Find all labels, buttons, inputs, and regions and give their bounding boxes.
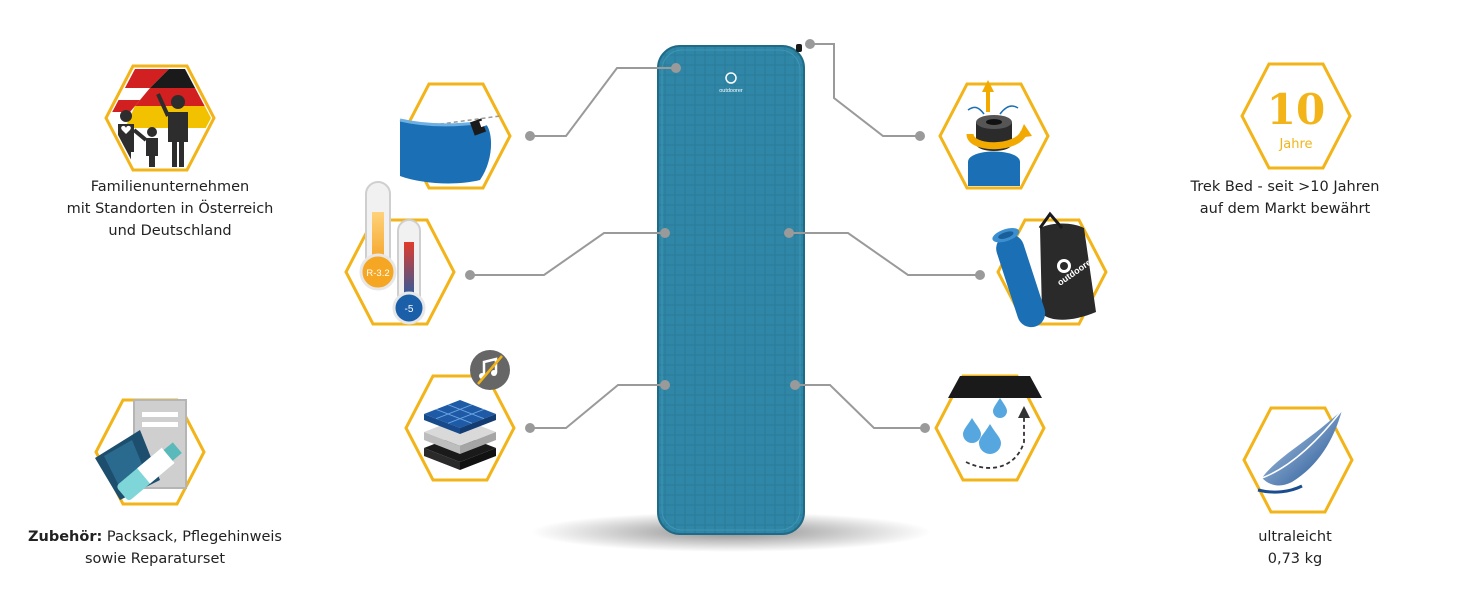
valve-edge-icon (399, 82, 512, 190)
r-value-label: R-3.2 (366, 268, 389, 279)
family-caption-line: und Deutschland (108, 223, 232, 239)
mat-valve (796, 44, 802, 52)
temperature-thermometer: -5 (392, 219, 426, 325)
r-value-thermometer: R-3.2 (359, 181, 397, 291)
temperature-label: -5 (405, 304, 414, 315)
feather-icon (1242, 406, 1354, 514)
accessories-caption-bold: Zubehör: (28, 529, 103, 545)
family-caption-line: Familienunternehmen (90, 179, 250, 195)
accessories-caption-line: sowie Reparaturset (84, 551, 226, 567)
lightweight-caption-line: ultraleicht (1258, 529, 1332, 545)
years-unit: Jahre (1278, 137, 1312, 152)
years-caption-line: auf dem Markt bewährt (1199, 201, 1371, 217)
connector-dots (465, 39, 985, 433)
years-caption: Trek Bed - seit >10 Jahren auf dem Markt… (1150, 176, 1420, 220)
family-caption: Familienunternehmen mit Standorten in Ös… (20, 176, 320, 242)
family-caption-line: mit Standorten in Österreich (66, 201, 274, 217)
accessories-caption: Zubehör: Packsack, Pflegehinweis sowie R… (20, 526, 290, 570)
connector-lines (470, 43, 980, 429)
family-flags-icon (104, 64, 216, 172)
accessories-caption-rest: Packsack, Pflegehinweis (102, 529, 282, 545)
years-caption-line: Trek Bed - seit >10 Jahren (1190, 179, 1380, 195)
self-inflating-valve-icon (938, 80, 1050, 190)
pack-bag-icon: outdoorer (992, 211, 1108, 328)
mat-logo-icon (725, 72, 737, 84)
mat-logo-text: outdoorer (719, 88, 743, 94)
sleeping-mat: outdoorer (657, 44, 805, 535)
thermometer-icon: R-3.2 -5 (344, 181, 456, 326)
foam-layers-icon (404, 350, 516, 482)
years-number: 10 (1267, 85, 1325, 134)
water-repellent-icon (934, 374, 1046, 482)
lightweight-caption: ultraleicht 0,73 kg (1210, 526, 1380, 570)
accessories-kit-icon (94, 398, 206, 506)
lightweight-caption-line: 0,73 kg (1267, 551, 1323, 567)
ten-years-badge-icon: 10 Jahre (1240, 62, 1352, 170)
